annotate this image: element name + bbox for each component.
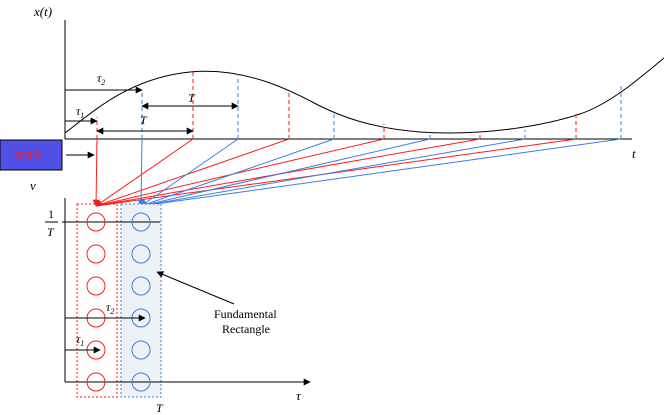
blue-mapping-lines (137, 138, 622, 207)
fundamental-rectangle (120, 203, 162, 398)
t-axis-label: t (632, 146, 636, 161)
T-label-upper: T (188, 91, 196, 105)
tau1-label-bottom: τ1 (76, 332, 84, 348)
tau2-label-bottom: τ2 (106, 300, 114, 316)
fundamental-rectangle-arrow (156, 271, 235, 305)
red-column-box (76, 203, 118, 398)
one-over-T-denominator: T (47, 225, 55, 239)
top-plot: x(t) t τ2 T τ1 T (33, 4, 664, 161)
fundamental-label-line1: Fundamental (214, 307, 277, 321)
nu-axis-label: ν (30, 178, 36, 193)
tau1-label-top: τ1 (76, 104, 84, 120)
red-mapping-lines (92, 138, 577, 207)
dtft-label: DTFT (14, 150, 42, 162)
one-over-T-numerator: 1 (48, 207, 54, 221)
tau-axis-label: τ (296, 388, 302, 403)
T-label-bottom: T (156, 401, 164, 415)
red-circles (86, 212, 106, 392)
x-of-t-label: x(t) (33, 4, 52, 19)
bottom-plot: ν τ 1 T T τ2 τ1 (30, 178, 311, 415)
signal-curve (64, 57, 664, 134)
dtft-box: DTFT (0, 139, 95, 171)
tau2-label-top: τ2 (97, 71, 105, 87)
T-label-lower: T (140, 113, 148, 127)
fundamental-label-line2: Rectangle (222, 322, 270, 336)
